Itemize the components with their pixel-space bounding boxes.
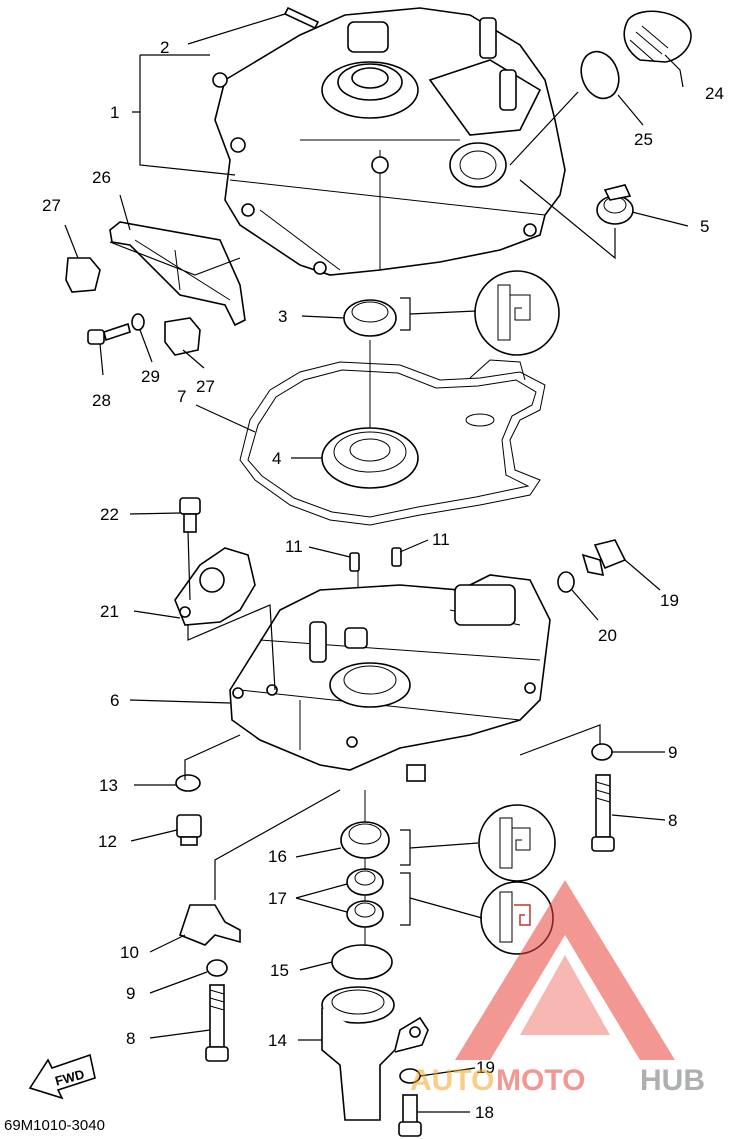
washer-21 (557, 571, 575, 593)
callout-10: 10 (120, 943, 139, 962)
callout-9-left: 9 (126, 984, 135, 1003)
callout-29: 29 (141, 367, 160, 386)
bracket-22 (174, 547, 256, 626)
callout-21: 20 (598, 626, 617, 645)
callout-23: 22 (100, 505, 119, 524)
callout-27-lower: 27 (196, 377, 215, 396)
callout-19: 19 (476, 1058, 495, 1077)
callout-8-left: 8 (126, 1029, 135, 1048)
bearing-4 (321, 427, 419, 489)
washer-13 (175, 774, 201, 792)
callout-28: 28 (92, 391, 111, 410)
watermark-text-moto: MOTO (496, 1064, 585, 1097)
callout-2: 2 (160, 38, 169, 57)
watermark-logo-icon (455, 880, 675, 1060)
callout-24: 24 (705, 84, 724, 103)
bolt-23 (179, 497, 201, 533)
bolt-20 (581, 539, 627, 577)
o-ring-15 (331, 944, 393, 980)
callout-27-upper: 27 (42, 196, 61, 215)
gasket-7 (239, 359, 546, 526)
callout-18: 18 (475, 1103, 494, 1122)
oil-seal-17-lower (346, 900, 384, 928)
bolt-8-right (591, 774, 615, 852)
bolt-18 (398, 1094, 422, 1137)
fwd-label: FWD (53, 1066, 85, 1088)
callout-7: 7 (177, 387, 186, 406)
seal-detail-16 (478, 804, 556, 882)
block-27-lower (164, 317, 201, 356)
bolt-28 (87, 322, 131, 345)
oil-seal-16 (340, 821, 390, 859)
callout-1: 1 (110, 103, 119, 122)
oil-seal-17-upper (346, 868, 384, 896)
bolt-8-left (205, 984, 229, 1062)
plate-26 (109, 221, 246, 327)
callout-13: 13 (99, 776, 118, 795)
callout-11-right: 11 (432, 530, 450, 549)
callout-15: 15 (270, 961, 289, 980)
callout-22: 21 (100, 602, 119, 621)
callout-labels: 2 1 24 25 5 26 27 27 28 29 3 7 4 22 11 1… (42, 38, 724, 1122)
seal-detail-3 (474, 270, 560, 356)
housing-14 (321, 986, 429, 1121)
crankcase-upper (212, 7, 566, 276)
callout-6: 6 (110, 691, 119, 710)
callout-16: 16 (268, 847, 287, 866)
diagram-code: 69M1010-3040 (4, 1117, 105, 1134)
crankcase-lower (229, 574, 551, 782)
callout-14: 14 (268, 1031, 287, 1050)
callout-17: 17 (268, 889, 287, 908)
block-27-upper (65, 257, 101, 293)
callout-26: 26 (92, 168, 111, 187)
callout-12: 12 (98, 832, 117, 851)
callout-5: 5 (700, 217, 709, 236)
oil-seal-3 (343, 299, 397, 337)
o-ring-25 (580, 50, 620, 100)
automotohub-watermark: AUTO MOTO HUB (410, 880, 705, 1097)
seal-5 (596, 184, 634, 225)
leader-lines (64, 13, 689, 1113)
callout-4: 4 (272, 449, 281, 468)
clamp-10 (179, 904, 241, 946)
callout-8-right: 8 (668, 811, 677, 830)
dowel-pin-11-right (391, 547, 402, 567)
washer-9-left (206, 959, 228, 977)
oil-filler-cap-24 (623, 10, 692, 63)
bolt-12 (176, 814, 202, 846)
fwd-arrow: FWD (28, 1053, 96, 1100)
callout-9-right: 9 (668, 743, 677, 762)
dowel-pin-11-left (349, 552, 360, 572)
callout-25: 25 (634, 130, 653, 149)
washer-9-right (591, 743, 613, 761)
callout-20: 19 (660, 591, 679, 610)
callout-11-left: 11 (285, 537, 303, 556)
watermark-text-auto: AUTO (410, 1064, 494, 1097)
pin-2 (283, 6, 320, 30)
callout-3: 3 (278, 307, 287, 326)
washer-29 (131, 313, 145, 331)
watermark-text-hub: HUB (640, 1064, 705, 1097)
